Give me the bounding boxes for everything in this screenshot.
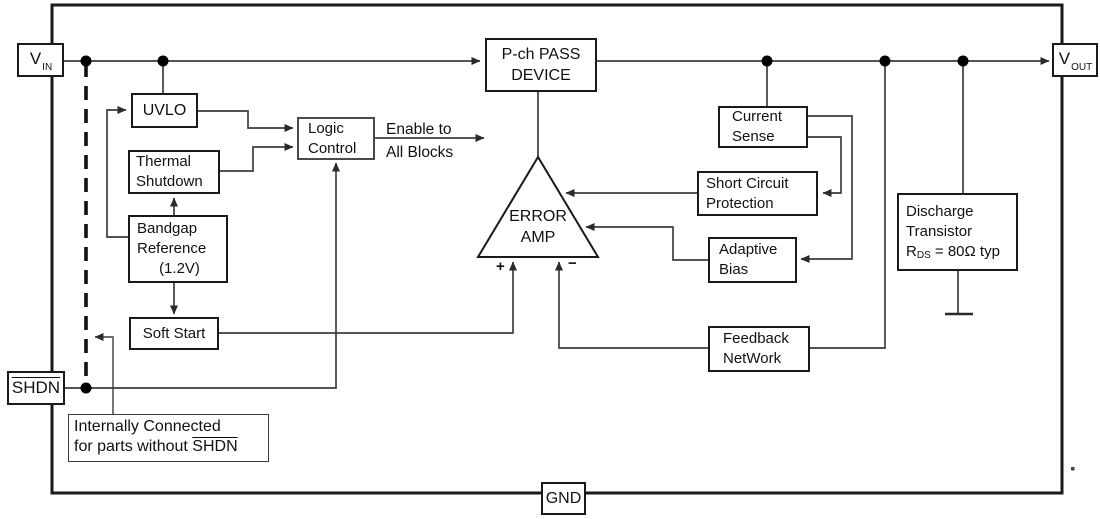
wire-currentsense-to-scp <box>808 136 842 197</box>
wire-thermal-to-logic <box>220 143 294 172</box>
block-feedback-network: Feedback NetWork <box>708 326 810 372</box>
wire-softstart-to-erroramp <box>219 261 517 334</box>
block-thermal-shutdown: Thermal Shutdown <box>128 150 220 194</box>
block-current-sense: Current Sense <box>718 106 808 148</box>
wire-rail-to-feedback <box>810 61 886 349</box>
wire-uvlo-to-logic <box>198 110 294 132</box>
block-logic-control: Logic Control <box>297 117 375 160</box>
note-pointer-line <box>94 333 114 414</box>
error-amp-triangle <box>476 155 600 258</box>
enable-all-blocks-label: Enable to All Blocks <box>386 121 454 161</box>
pin-vout: VOUT <box>1052 43 1098 77</box>
block-soft-start: Soft Start <box>129 317 219 350</box>
junction-dots <box>80 55 969 394</box>
pin-vin: VIN <box>17 43 64 77</box>
wire-shdn-to-logic <box>65 162 340 389</box>
stray-dot <box>1071 467 1075 471</box>
wire-adaptive-to-erroramp <box>585 223 708 261</box>
block-uvlo: UVLO <box>131 93 198 128</box>
pin-vout-label: VOUT <box>1058 48 1093 74</box>
discharge-rds-value: RDS = 80Ω typ <box>906 242 1000 261</box>
block-bandgap-reference: Bandgap Reference (1.2V) <box>128 215 228 283</box>
pin-vin-label: VIN <box>29 48 53 74</box>
pin-gnd: GND <box>541 482 586 515</box>
pin-shdn: SHDN <box>7 371 65 405</box>
block-pass-device: P-ch PASS DEVICE <box>485 38 597 92</box>
pin-gnd-label: GND <box>545 489 582 507</box>
block-adaptive-bias: Adaptive Bias <box>708 237 797 283</box>
wire-bandgap-to-uvlo <box>106 106 129 238</box>
wire-currentsense-to-adaptive <box>800 115 853 263</box>
block-short-circuit-protection: Short Circuit Protection <box>697 171 818 216</box>
error-amp-minus-label: − <box>568 255 577 272</box>
pin-shdn-label: SHDN <box>11 378 61 397</box>
error-amp-plus-label: + <box>496 258 505 275</box>
block-discharge-transistor: Discharge Transistor RDS = 80Ω typ <box>897 193 1018 271</box>
internal-connection-note: Internally Connected for parts without S… <box>68 414 269 462</box>
wire-feedback-to-erroramp <box>555 261 708 349</box>
error-amp-label: ERROR AMP <box>509 208 567 246</box>
